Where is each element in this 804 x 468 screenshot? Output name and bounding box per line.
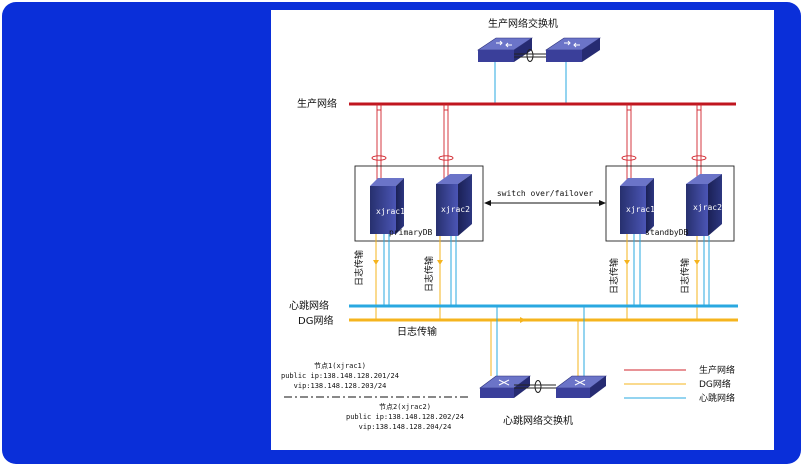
server-icon [686, 174, 722, 236]
server-label: xjrac2 [441, 205, 470, 214]
node1-title: 节点1(xjrac1) [314, 362, 366, 370]
dg-network-label: DG网络 [298, 314, 333, 327]
production-switch-right-icon [545, 37, 601, 62]
bottom-switch-links [490, 306, 585, 376]
switchover-label: switch over/failover [497, 189, 594, 198]
server-label: xjrac1 [376, 207, 405, 216]
server-icon [620, 178, 654, 234]
log-transfer-bottom-label: 日志传输 [397, 325, 437, 338]
node1-vip: vip:138.148.128.203/24 [294, 382, 387, 390]
log-transfer-label: 日志传输 [608, 258, 620, 294]
standby-db-label: standbyDB [645, 228, 689, 237]
heartbeat-network-label: 心跳网络 [289, 299, 329, 312]
server-icon [370, 178, 404, 234]
heartbeat-switch-left-icon [479, 375, 531, 398]
legend-label: DG网络 [699, 378, 731, 390]
server-icon [436, 174, 472, 236]
production-switch-left-icon [477, 37, 533, 62]
legend: 生产网络 DG网络 心跳网络 [624, 364, 735, 404]
server-label: xjrac1 [626, 205, 655, 214]
primary-db-box [354, 165, 484, 242]
node2-title: 节点2(xjrac2) [379, 403, 431, 411]
primary-db-label: primaryDB [389, 228, 433, 237]
log-transfer-label: 日志传输 [353, 250, 365, 286]
bottom-switch-label: 心跳网络交换机 [503, 414, 573, 427]
standby-db-box [605, 165, 735, 242]
node2-vip: vip:138.148.128.204/24 [359, 423, 452, 431]
legend-label: 心跳网络 [699, 392, 735, 404]
server-label: xjrac2 [693, 203, 722, 212]
log-transfer-label: 日志传输 [423, 256, 435, 292]
top-switch-label: 生产网络交换机 [488, 17, 558, 30]
log-transfer-label: 日志传输 [679, 258, 691, 294]
log-arrow-markers [373, 260, 700, 265]
legend-label: 生产网络 [699, 364, 735, 376]
production-drop-links [371, 104, 707, 186]
heartbeat-switch-right-icon [555, 375, 607, 398]
production-network-label: 生产网络 [297, 97, 337, 110]
node2-public-ip: public ip:138.148.128.202/24 [346, 413, 464, 421]
node1-public-ip: public ip:138.148.128.201/24 [281, 372, 399, 380]
